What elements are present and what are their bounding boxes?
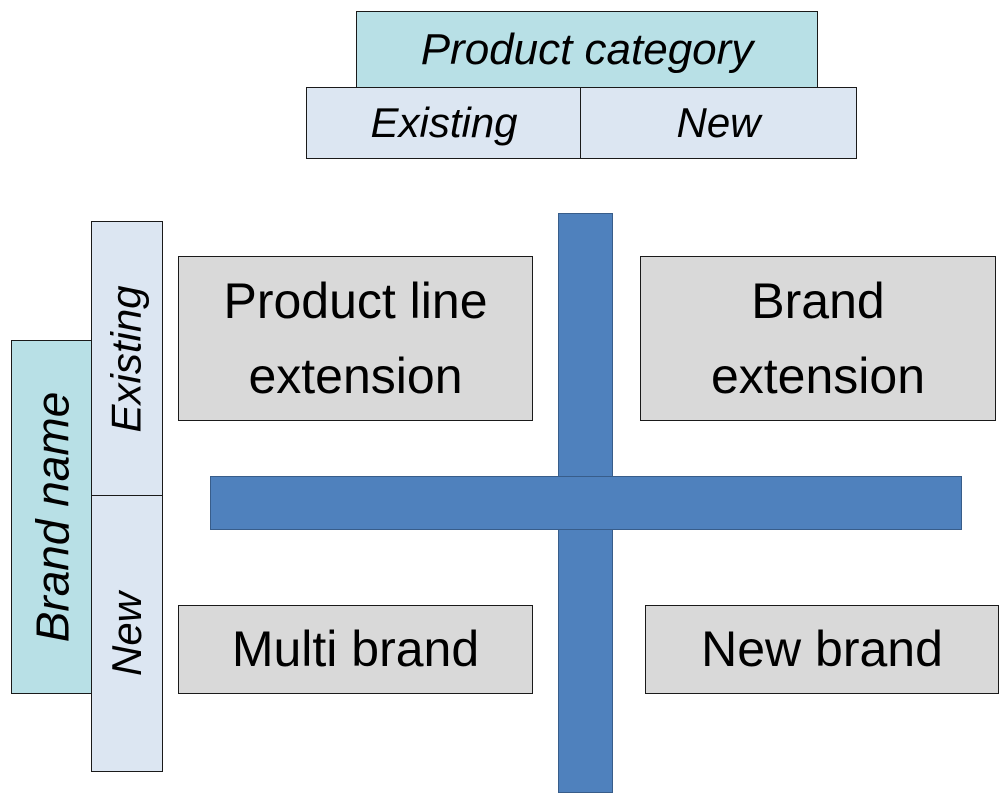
quadrant-bottom-left-label: Multi brand xyxy=(231,621,480,677)
quadrant-top-left-line-1: Product line xyxy=(223,272,488,329)
brand-name-existing-label: Existing xyxy=(103,285,150,433)
brand-name-new-label: New xyxy=(103,591,150,676)
quadrant-top-right-line-2: extension xyxy=(710,347,926,404)
quadrant-top-right-line-1: Brand xyxy=(751,272,885,329)
brand-name-title: Brand name xyxy=(26,391,79,643)
quadrant-top-left-line-2: extension xyxy=(248,347,463,404)
quadrant-product-line-extension: Product line extension xyxy=(178,256,533,421)
quadrant-multi-brand: Multi brand xyxy=(178,605,533,694)
product-category-title: Product category xyxy=(420,25,754,74)
quadrant-new-brand: New brand xyxy=(645,605,999,694)
product-category-existing-cell: Existing xyxy=(306,87,582,159)
product-category-new-cell: New xyxy=(580,87,857,159)
cross-center xyxy=(560,478,611,528)
brand-name-header: Brand name xyxy=(11,340,93,694)
brand-name-new-cell: New xyxy=(91,495,163,772)
quadrant-bottom-right-label: New brand xyxy=(701,621,943,677)
product-category-new-label: New xyxy=(676,99,761,146)
product-category-header: Product category xyxy=(356,11,818,89)
brand-name-existing-cell: Existing xyxy=(91,221,163,497)
product-category-existing-label: Existing xyxy=(370,99,518,146)
quadrant-brand-extension: Brand extension xyxy=(640,256,996,421)
